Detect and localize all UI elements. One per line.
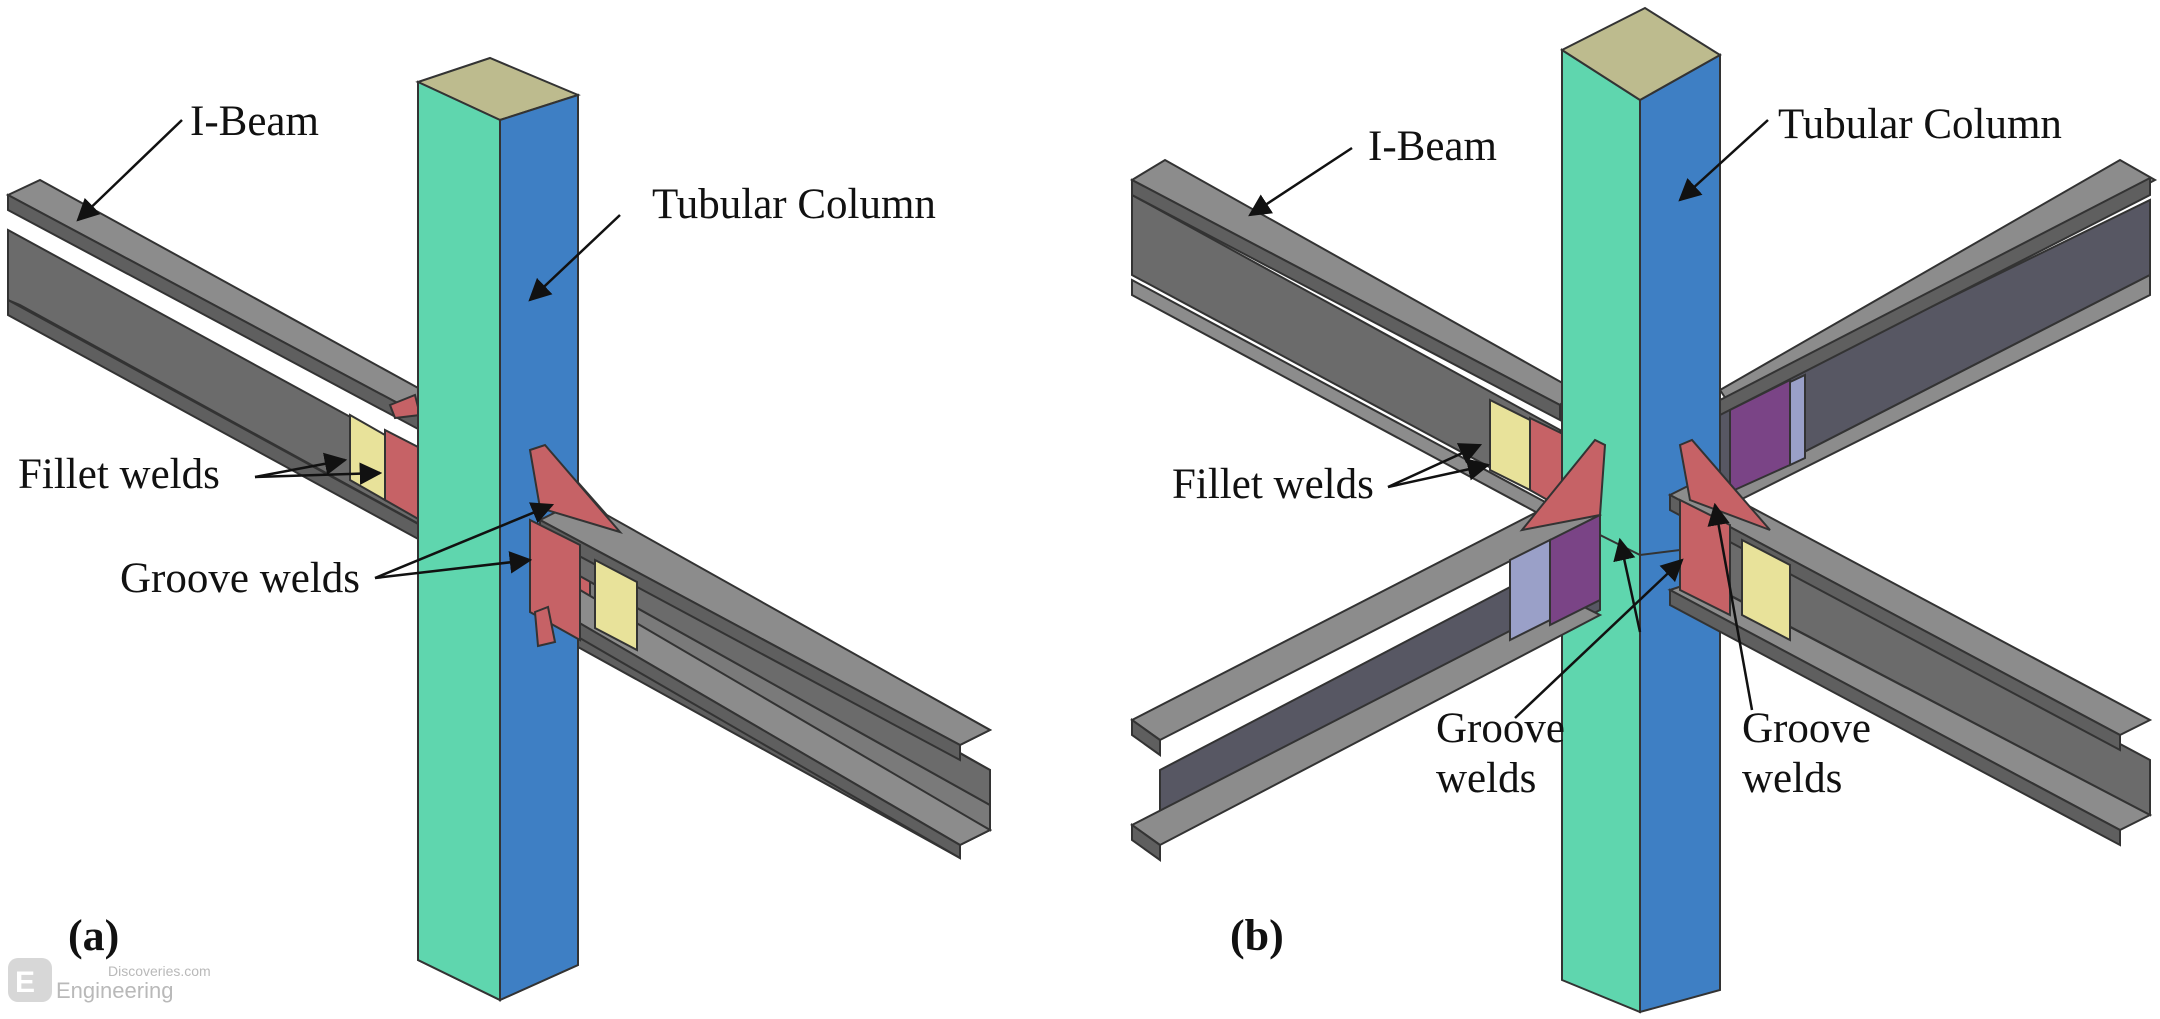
panel-b-ibeam-label: I-Beam [1368,123,1497,170]
panel-b-groove-right-line1: Groove [1742,705,1871,752]
panel-b: I-Beam Tubular Column Fillet welds Groov… [1129,6,2158,1014]
panel-a: I-Beam Tubular Column Fillet welds Groov… [5,56,993,1002]
panel-a-fillet-label: Fillet welds [18,451,220,498]
panel-a-groove-label: Groove welds [120,555,360,602]
panel-b-groove-left-line2: welds [1436,755,1536,802]
panel-b-beam-front-left [1130,438,1607,862]
engineering-discoveries-logo-icon: E [8,958,52,1002]
panel-b-groove-left-line1: Groove [1436,705,1565,752]
panel-b-tubular-column [1559,6,1722,1014]
watermark: E Discoveries.com Engineering [8,958,211,1003]
panel-a-ibeam-label: I-Beam [190,98,319,145]
panel-b-leaders [1248,119,1769,719]
panel-b-beam-back-right [1718,158,2158,512]
panel-a-leaders [76,119,621,580]
panel-a-column-label: Tubular Column [652,181,936,228]
svg-text:E: E [15,966,35,999]
panel-b-groove-right-line2: welds [1742,755,1842,802]
panel-b-column-label: Tubular Column [1778,101,2062,148]
panel-a-beam-left [5,178,442,542]
panel-b-tag: (b) [1230,911,1284,960]
watermark-line1: Discoveries.com [108,963,211,979]
panel-b-beam-front-right [1667,438,2153,847]
panel-b-fillet-label: Fillet welds [1172,461,1374,508]
panel-b-beam-back-left [1129,158,1577,527]
watermark-line2: Engineering [56,978,173,1003]
panel-a-tag: (a) [68,911,119,960]
panel-a-tubular-column [415,56,581,1002]
panel-a-beam-right-front [528,443,993,860]
